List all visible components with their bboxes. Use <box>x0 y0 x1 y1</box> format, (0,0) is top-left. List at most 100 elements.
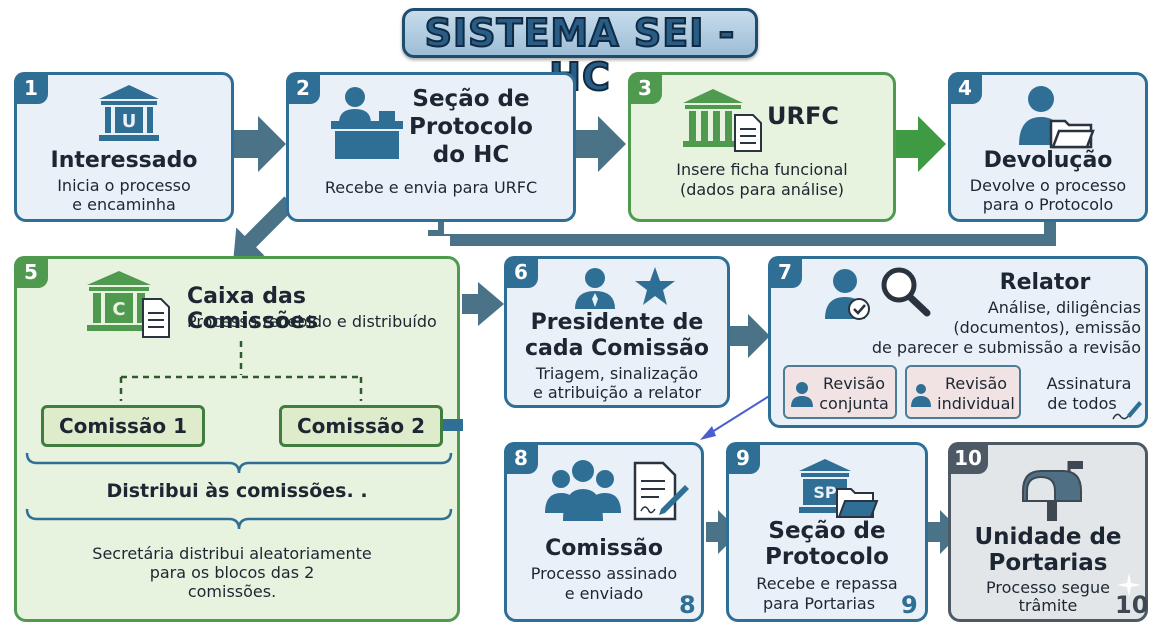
signature-line2: de todos <box>1047 394 1117 413</box>
svg-text:C: C <box>112 299 125 320</box>
svg-text:SP: SP <box>813 483 837 502</box>
pen-signature-icon <box>1112 401 1142 420</box>
arrow-2-to-5 <box>233 196 296 259</box>
group-contract-icon <box>545 460 689 521</box>
review-joint-box: Revisão conjunta <box>783 365 897 419</box>
step-6-presidente: 6 Presidente de cada Comissão Triagem, s… <box>504 256 730 408</box>
step-7-relator: 7 Relator Análise, diligências (document… <box>768 256 1148 428</box>
secretary-note-line2: para os blocos das 2 <box>149 563 315 582</box>
step-desc-line2: (dados para análise) <box>679 180 845 199</box>
step-number: 1 <box>14 72 48 104</box>
page-title: SISTEMA SEI - HC <box>424 10 736 100</box>
step-title-line2: Protocolo <box>409 114 533 140</box>
arrow-2-to-3 <box>576 116 626 172</box>
step-desc-line2: e atribuição a relator <box>532 383 702 402</box>
step-title: Comissão <box>545 536 663 561</box>
step-desc-line2: (documentos), emissão <box>953 318 1141 337</box>
step-number: 2 <box>286 72 320 104</box>
step-desc-line1: Análise, diligências <box>987 298 1141 317</box>
step-desc-line1: Inicia o processo <box>57 176 191 195</box>
step-desc-line1: Recebe e repassa <box>756 574 898 593</box>
step-desc-line3: de parecer e submissão a revisão <box>871 338 1141 357</box>
step-desc-line2: para o Protocolo <box>982 195 1114 214</box>
step-desc-line2: para Portarias <box>762 594 876 613</box>
step-2-protocolo-hc: 2 Seção de Protocolo do HC Recebe e envi… <box>286 72 576 222</box>
review-individual-line2: individual <box>937 394 1015 413</box>
step-desc-line2: trâmite <box>1018 596 1078 615</box>
commission-2-box: Comissão 2 <box>279 405 443 447</box>
step-number: 8 <box>504 442 538 474</box>
step-desc-line1: Triagem, sinalização <box>535 364 699 383</box>
bank-sp-folder-icon: SP <box>799 459 879 518</box>
mailbox-icon <box>1022 461 1083 521</box>
svg-text:U: U <box>122 111 137 132</box>
step-title: Relator <box>999 270 1091 295</box>
step-9-protocolo: 9 SP Seção de Protocolo Recebe e repassa… <box>726 442 928 622</box>
arrow-1-to-2 <box>234 116 286 172</box>
step-desc-line1: Processo assinado <box>530 564 678 583</box>
review-individual-line1: Revisão <box>944 374 1008 393</box>
title-banner: SISTEMA SEI - HC <box>402 8 758 100</box>
review-joint-line1: Revisão <box>822 374 886 393</box>
step-desc-line2: e encaminha <box>72 195 176 214</box>
step-title-line1: Seção de <box>412 86 530 112</box>
arrow-4-back-to-2 <box>428 206 1056 246</box>
user-icon <box>911 384 931 407</box>
step-number: 6 <box>504 256 538 288</box>
secretary-note-line1: Secretária distribui aleatoriamente <box>92 544 372 563</box>
step-desc: Recebe e envia para URFC <box>324 178 538 197</box>
step-title: Devolução <box>983 148 1113 173</box>
review-joint-line2: conjunta <box>819 394 889 413</box>
corner-number: 10 <box>1115 591 1149 619</box>
user-icon <box>791 382 813 407</box>
step-desc-line1: Processo segue <box>986 578 1110 597</box>
step-number: 9 <box>726 442 760 474</box>
step-title: Caixa das Comissões <box>187 284 319 334</box>
step-desc-line1: Insere ficha funcional <box>676 160 848 179</box>
step-number: 4 <box>948 72 982 104</box>
step-title-line2: Protocolo <box>765 544 889 570</box>
step-title-line1: Presidente de <box>530 310 704 335</box>
arrow-6-to-7 <box>730 314 770 358</box>
step-10-portarias: 10 Unidade de Portarias Processo segue t… <box>948 442 1148 622</box>
bank-c-document-icon: C <box>87 271 170 338</box>
step-title-line2: Portarias <box>988 550 1108 576</box>
step-4-devolucao: 4 Devolução Devolve o processo para o Pr… <box>948 72 1148 222</box>
step-1-interessado: 1 U Interessado Inicia o processo e enca… <box>14 72 234 222</box>
arrow-3-to-4 <box>896 116 946 172</box>
arrow-9-to-10 <box>928 510 962 554</box>
step-title: URFC <box>767 102 839 130</box>
step-5-caixa-comissoes: 5 C Caixa das Comissões Processo recebid… <box>14 256 463 622</box>
step-title-line1: Unidade de <box>974 524 1122 550</box>
step-8-comissao: 8 Comissão Processo assinado e enviado 8 <box>504 442 704 622</box>
step-desc-line2: e enviado <box>564 584 644 603</box>
secretary-note-line3: comissões. <box>187 582 277 601</box>
step-number: 5 <box>14 256 48 288</box>
step-title-line1: Seção de <box>768 518 886 544</box>
step-number: 3 <box>628 72 662 104</box>
review-individual-box: Revisão individual <box>905 365 1021 419</box>
reception-desk-icon <box>331 87 403 159</box>
step-title-line2: cada Comissão <box>524 336 709 361</box>
step-desc-line1: Devolve o processo <box>969 176 1127 195</box>
distribute-label: Distribui às comissões. . <box>106 480 368 502</box>
person-folder-icon <box>1019 86 1095 149</box>
sparkle-icon <box>1117 573 1141 597</box>
bank-document-icon <box>683 89 762 152</box>
bank-u-icon: U <box>99 85 159 141</box>
commission-1-box: Comissão 1 <box>41 405 205 447</box>
step-3-urfc: 3 URFC Insere ficha funcional (dados par… <box>628 72 896 222</box>
step-number: 7 <box>768 256 802 288</box>
distribution-tree-lines <box>25 341 463 530</box>
arrow-8-to-9 <box>706 510 740 554</box>
step-desc: Processo recebido e distribuído <box>187 312 437 331</box>
step-title-line3: do HC <box>432 142 510 168</box>
user-check-magnifier-icon <box>825 267 931 320</box>
corner-number: 9 <box>901 591 918 619</box>
signature-line1: Assinatura <box>1046 374 1132 393</box>
arrow-5-to-6 <box>462 282 504 326</box>
step-title: Interessado <box>50 148 198 173</box>
corner-number: 8 <box>679 591 696 619</box>
